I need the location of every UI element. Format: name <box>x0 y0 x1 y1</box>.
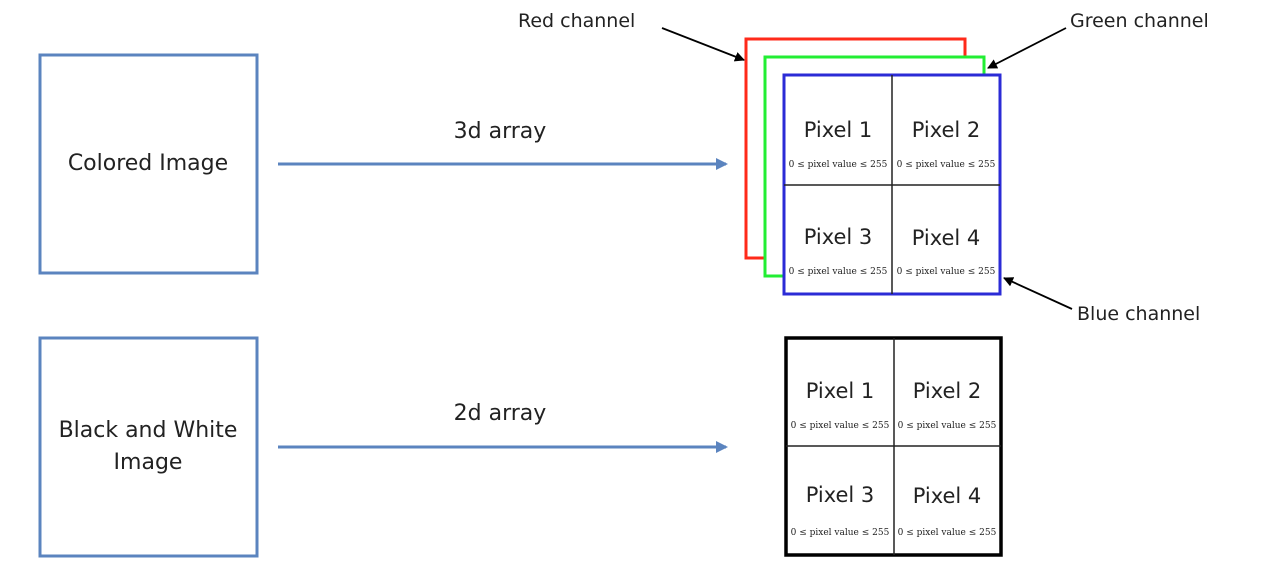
colored-cell-4-title: Pixel 4 <box>912 226 981 250</box>
colored-image-box <box>38 53 259 275</box>
bw-cell-3-title: Pixel 3 <box>806 483 875 507</box>
bw-cell-4-title: Pixel 4 <box>913 484 982 508</box>
red-channel-label: Red channel <box>518 10 635 32</box>
bw-cell-1-title: Pixel 1 <box>806 379 875 403</box>
colored-cell-1-title: Pixel 1 <box>804 118 873 142</box>
colored-cell-4-range: 0 ≤ pixel value ≤ 255 <box>897 267 996 277</box>
bw-cell-2-title: Pixel 2 <box>913 379 982 403</box>
colored-cell-2-range: 0 ≤ pixel value ≤ 255 <box>897 160 996 170</box>
colored-cell-3-range: 0 ≤ pixel value ≤ 255 <box>789 267 888 277</box>
colored-image-label: Colored Image <box>68 151 228 176</box>
colored-cell-1-range: 0 ≤ pixel value ≤ 255 <box>789 160 888 170</box>
bw-image-box <box>38 336 259 558</box>
colored-cell-2-title: Pixel 2 <box>912 118 981 142</box>
colored-cell-3-title: Pixel 3 <box>804 225 873 249</box>
bw-array-label: 2d array <box>454 401 547 426</box>
bw-cell-1-range: 0 ≤ pixel value ≤ 255 <box>791 421 890 431</box>
green-channel-label: Green channel <box>1070 10 1209 32</box>
bw-image-label-line1: Black and White <box>59 418 238 443</box>
green-channel-pointer <box>987 27 1067 69</box>
bw-cell-2-range: 0 ≤ pixel value ≤ 255 <box>898 421 997 431</box>
blue-channel-label: Blue channel <box>1077 303 1200 325</box>
red-channel-pointer <box>661 27 745 62</box>
colored-array-label: 3d array <box>454 119 547 144</box>
blue-channel-pointer <box>1003 277 1073 310</box>
bw-image-label-line2: Image <box>114 450 183 475</box>
bw-cell-3-range: 0 ≤ pixel value ≤ 255 <box>791 528 890 538</box>
bw-cell-4-range: 0 ≤ pixel value ≤ 255 <box>898 528 997 538</box>
